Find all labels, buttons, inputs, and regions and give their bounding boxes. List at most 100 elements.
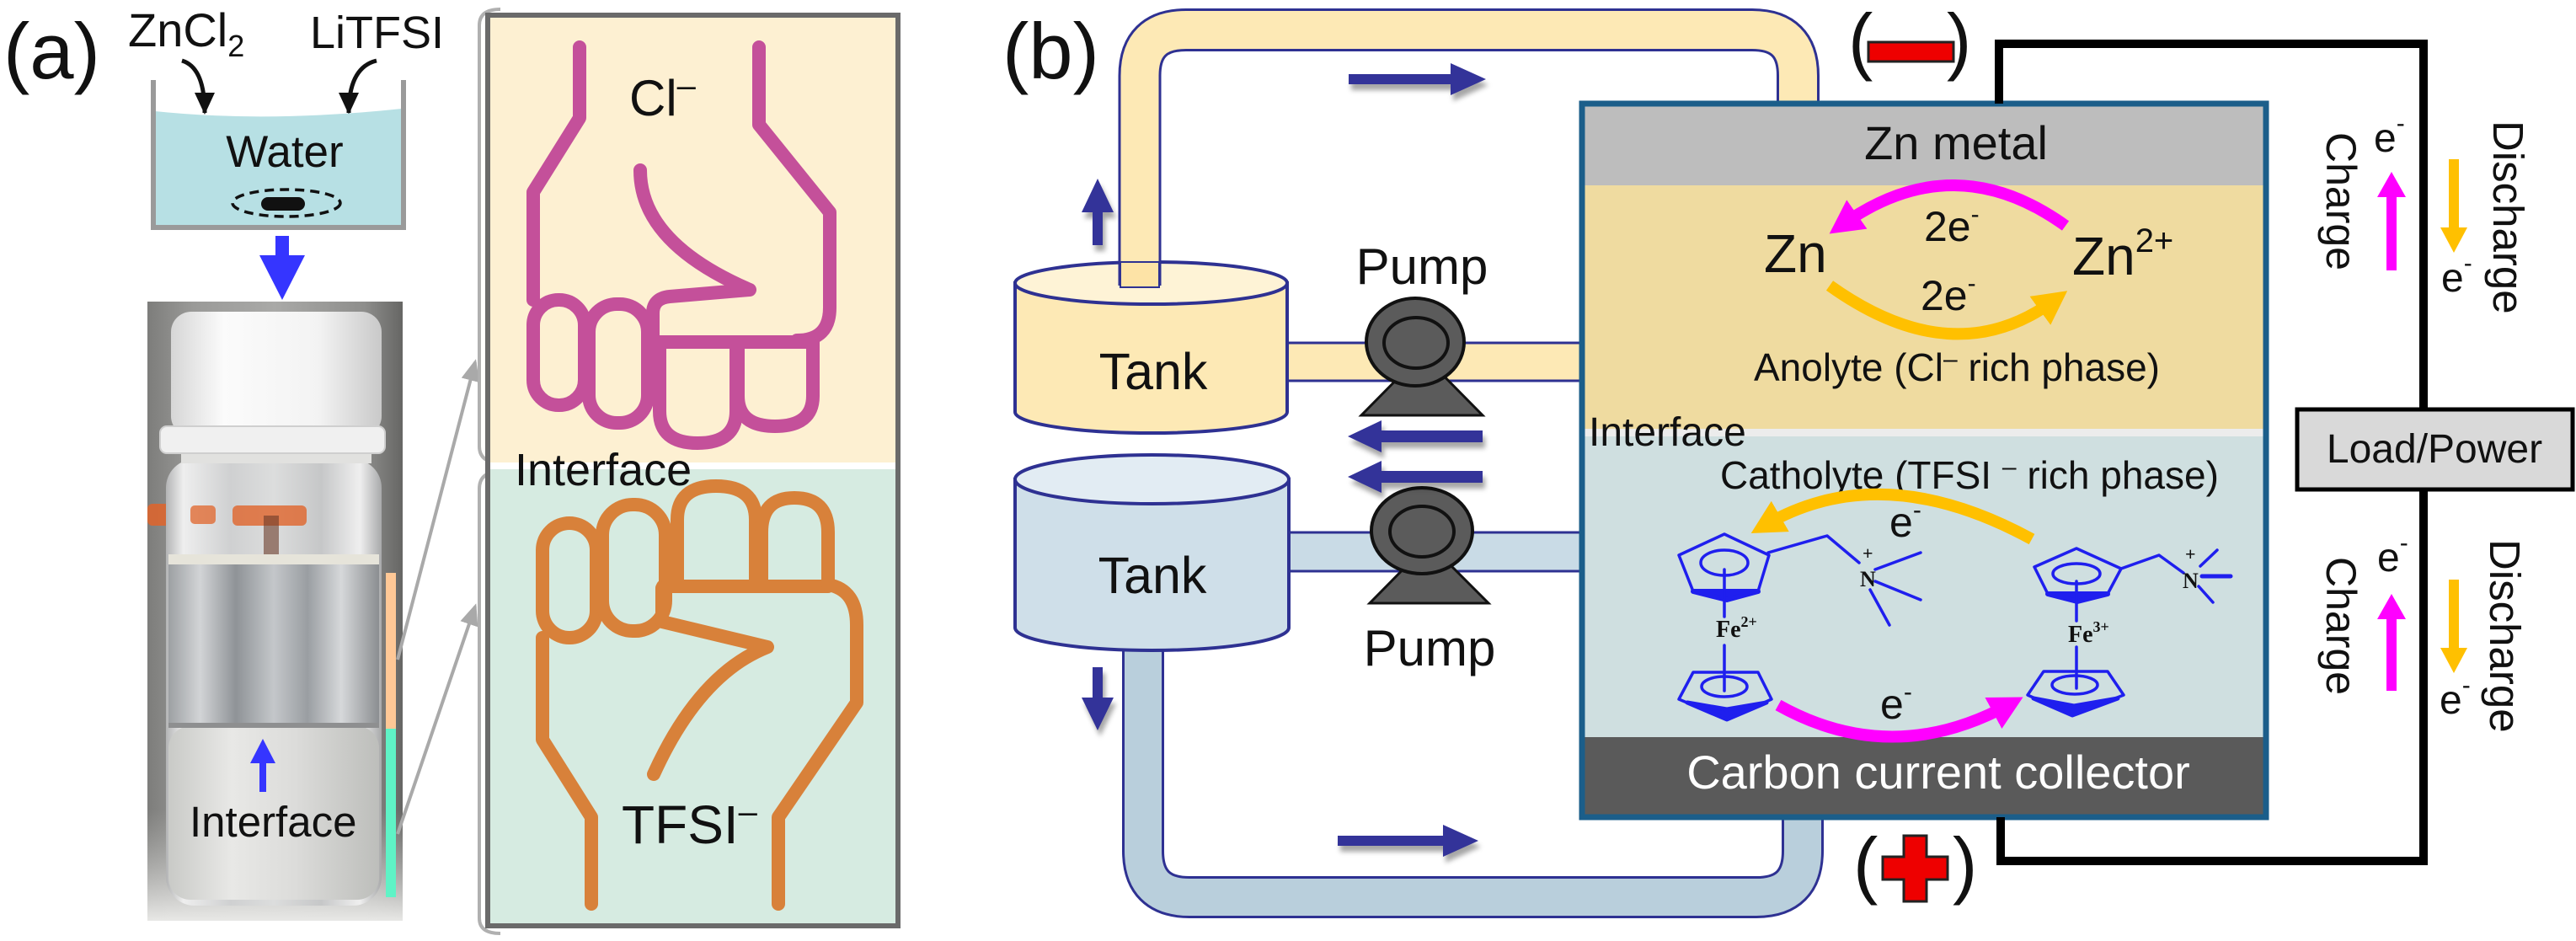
ferrocene-reduction-arrow-icon xyxy=(1750,488,2035,545)
chloride-ion-label: Cl– xyxy=(629,67,697,126)
electron-sup: - xyxy=(2397,110,2405,137)
vial-upper-liquid xyxy=(168,563,379,726)
tfsi-ion-charge: – xyxy=(739,794,758,831)
catholyte-tank-top xyxy=(1013,453,1291,505)
catholyte-label: Catholyte (TFSI – rich phase) xyxy=(1720,453,2219,497)
vial-cap-rim xyxy=(159,425,386,454)
vial-interface-label: Interface xyxy=(190,798,356,846)
catholyte-pump-icon xyxy=(1366,486,1492,605)
charge-electrons-base: 2e xyxy=(1924,203,1971,250)
flow-arrow-left-icon xyxy=(1348,420,1483,452)
ammonium-n-label: N xyxy=(2183,569,2199,593)
process-arrow-icon xyxy=(259,236,305,300)
discharge-electron-label: e- xyxy=(2441,249,2472,301)
electron-base: e xyxy=(2441,256,2464,301)
zn-stripping-arrow-icon xyxy=(1825,281,2068,340)
charge-label: Charge xyxy=(2317,557,2365,695)
anolyte-label-sup: – xyxy=(1943,345,1958,373)
phase-boundary xyxy=(488,462,898,469)
ammonium-n-label: N xyxy=(1860,567,1876,591)
flow-arrow-right-icon xyxy=(1349,63,1486,95)
discharge-electron-label: e- xyxy=(2440,671,2471,723)
carbon-current-collector xyxy=(1582,737,2266,817)
phase-box-frame xyxy=(485,13,901,928)
fe3plus-label: Fe3+ xyxy=(2068,618,2109,648)
plus-icon xyxy=(1881,834,1949,903)
flow-arrow-down-icon xyxy=(1082,667,1114,730)
discharge-label: Discharge xyxy=(2481,539,2529,733)
panel-a: (a) ZnCl2 LiTFSI Water xyxy=(3,3,901,935)
electron-sup: - xyxy=(2462,671,2471,699)
anolyte-return-pipe xyxy=(1120,10,1817,287)
ferrocenium-oxidized-molecule-icon xyxy=(2026,547,2233,718)
circuit-wire-top xyxy=(1995,40,2428,409)
anolyte-region xyxy=(1582,185,2266,429)
circuit-annotation-upper: Charge e- e- Discharge xyxy=(2317,110,2532,314)
zn2plus-label: Zn2+ xyxy=(2072,222,2173,286)
charge-label: Charge xyxy=(2317,132,2365,270)
stir-bar-icon xyxy=(261,197,305,211)
anolyte-pump-label: Pump xyxy=(1356,238,1488,295)
ammonium-charge-label: + xyxy=(1863,543,1873,564)
charge-direction-arrow-icon xyxy=(2377,172,2406,270)
reagent-zncl2-label: ZnCl2 xyxy=(128,3,244,63)
carbon-collector-label: Carbon current collector xyxy=(1686,746,2190,799)
discharge-electrons-sup: - xyxy=(1968,270,1976,297)
zn-metal-label: Zn metal xyxy=(1864,116,2048,169)
discharge-electron-label: e- xyxy=(1889,496,1921,546)
ammonium-charge-label: + xyxy=(2185,543,2196,564)
charge-electrons-label: 2e- xyxy=(1924,200,1980,250)
chloride-hand-icon xyxy=(526,40,836,450)
chloride-ion-charge: – xyxy=(677,67,697,104)
anolyte-tank-label: Tank xyxy=(1099,343,1208,400)
vial-lower-liquid xyxy=(168,726,379,900)
phase-interface-label: Interface xyxy=(515,445,692,495)
discharge-label: Discharge xyxy=(2484,120,2532,314)
catholyte-tank: Tank xyxy=(1013,453,1291,652)
circuit-wire-bottom xyxy=(1996,489,2428,865)
fe2plus-charge: 2+ xyxy=(1741,613,1757,630)
load-power-box xyxy=(2295,407,2575,492)
bottom-phase-link-arrow-icon xyxy=(396,603,478,835)
electron-base: e xyxy=(2377,536,2400,580)
beaker-label: Water xyxy=(226,127,343,177)
fe2plus-label: Fe2+ xyxy=(1716,613,1757,643)
stirring-motion-icon xyxy=(231,188,342,218)
fe3plus-base: Fe xyxy=(2068,622,2093,648)
zn2plus-charge: 2+ xyxy=(2135,222,2174,259)
panel-a-label: (a) xyxy=(3,7,100,95)
flow-arrows xyxy=(1082,63,1486,857)
flow-arrow-right-icon xyxy=(1338,825,1478,857)
charge-electron-label: e- xyxy=(2374,110,2405,161)
charge-electron-label: e- xyxy=(1880,678,1912,728)
discharge-direction-arrow-icon xyxy=(2440,159,2467,253)
beaker: Water xyxy=(151,80,406,230)
tfsi-ion-label: TFSI– xyxy=(622,794,758,855)
discharge-electron-sup: - xyxy=(1913,496,1921,524)
cell-interface-strip xyxy=(1582,429,2266,436)
ferrocene-oxidation-arrow-icon xyxy=(1775,697,2023,743)
vial-liquid-surface xyxy=(168,554,379,564)
discharge-electron-base: e xyxy=(1889,499,1913,546)
electron-sup: - xyxy=(2464,249,2472,277)
electron-sup: - xyxy=(2400,529,2408,557)
discharge-electrons-label: 2e- xyxy=(1921,270,1976,319)
background-object xyxy=(190,505,216,524)
catholyte-label-sup: – xyxy=(2002,453,2017,481)
beaker-walls xyxy=(151,80,406,230)
add-litfsi-arrow-icon xyxy=(339,58,377,115)
tfsi-ion-base: TFSI xyxy=(622,794,739,855)
discharge-electrons-base: 2e xyxy=(1921,272,1968,319)
bottom-phase-bar xyxy=(386,729,396,897)
catholyte-return-pipe xyxy=(1125,640,1821,916)
panel-b-label: (b) xyxy=(1002,7,1099,95)
vial-interface-arrow-icon xyxy=(250,739,275,792)
charge-electron-base: e xyxy=(1880,681,1904,728)
catholyte-tank-body xyxy=(1013,478,1291,652)
background-object xyxy=(264,516,279,556)
anolyte-label-text: Anolyte (Cl xyxy=(1754,345,1943,389)
anolyte-pump-icon xyxy=(1358,297,1486,417)
catholyte-region xyxy=(1582,436,2266,737)
zn-metal-electrode xyxy=(1582,104,2266,185)
